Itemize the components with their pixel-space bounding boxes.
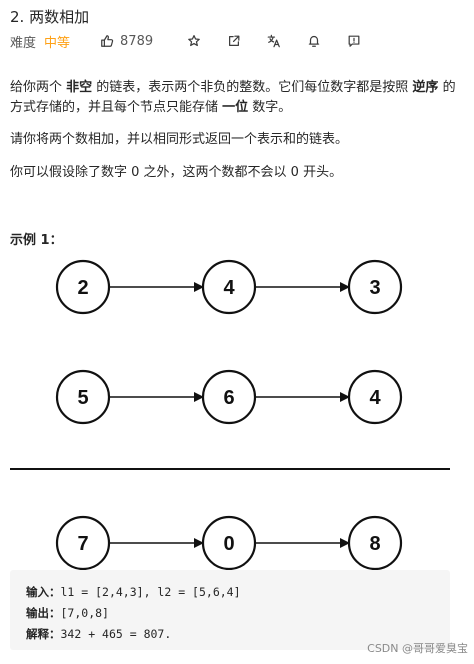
description-paragraph-2: 请你将两个数相加，并以相同形式返回一个表示和的链表。: [10, 132, 349, 147]
example-explain-line: 解释：342 + 465 = 807.: [26, 627, 172, 641]
example-output-line: 输出：[7,0,8]: [26, 606, 109, 620]
notification-button[interactable]: [307, 34, 321, 48]
description-paragraph-1: 给你两个 非空 的链表，表示两个非负的整数。它们每位数字都是按照 逆序 的方式存…: [10, 80, 456, 115]
feedback-icon: [348, 35, 360, 47]
result-node-value: 0: [223, 533, 234, 555]
translate-icon: [267, 34, 280, 48]
example-input-line: 输入：l1 = [2,4,3], l2 = [5,6,4]: [26, 585, 241, 599]
result-node: [55, 515, 111, 570]
result-node-value: 7: [77, 533, 88, 555]
list2-node-value: 6: [223, 387, 234, 409]
problem-title: 2. 两数相加: [10, 8, 90, 26]
problem-meta-bar: 难度 中等 8789: [10, 31, 361, 51]
share-icon: [229, 35, 240, 46]
emphasis-non-empty: 非空: [66, 80, 93, 95]
result-node: [347, 515, 403, 570]
list2-node-value: 5: [77, 387, 88, 409]
like-button[interactable]: 8789: [100, 34, 153, 49]
difficulty-label: 难度: [10, 35, 37, 51]
translate-button[interactable]: [267, 34, 281, 48]
result-node: [201, 515, 257, 570]
list1-node-value: 4: [223, 277, 235, 299]
emphasis-one-digit: 一位: [222, 100, 249, 115]
list1-node-value: 2: [77, 277, 88, 299]
example-title: 示例 1：: [10, 233, 63, 248]
example-code-block: 输入：l1 = [2,4,3], l2 = [5,6,4] 输出：[7,0,8]…: [10, 570, 450, 650]
list1-node-value: 3: [369, 277, 380, 299]
share-button[interactable]: [227, 34, 241, 48]
star-icon: [188, 34, 200, 47]
bell-icon: [308, 35, 320, 47]
list1-node: [55, 259, 111, 315]
list1-node: [201, 259, 257, 315]
favorite-button[interactable]: [187, 34, 201, 48]
list2-node: [347, 369, 403, 425]
emphasis-reverse-order: 逆序: [412, 80, 439, 95]
result-node-value: 8: [369, 533, 380, 555]
list2-node: [55, 369, 111, 425]
linked-list-diagram: 2 4 3 5 6 4 7 0 8: [10, 259, 450, 570]
list2-node-value: 4: [369, 387, 381, 409]
list2-node: [201, 369, 257, 425]
like-count: 8789: [120, 33, 154, 49]
watermark-text: CSDN @哥哥爱臭宝: [367, 642, 468, 655]
description-paragraph-3: 你可以假设除了数字 0 之外，这两个数都不会以 0 开头。: [10, 165, 343, 180]
difficulty-badge: 中等: [44, 35, 71, 51]
list1-node: [347, 259, 403, 315]
thumb-up-icon: [101, 35, 114, 47]
feedback-button[interactable]: [347, 34, 361, 48]
